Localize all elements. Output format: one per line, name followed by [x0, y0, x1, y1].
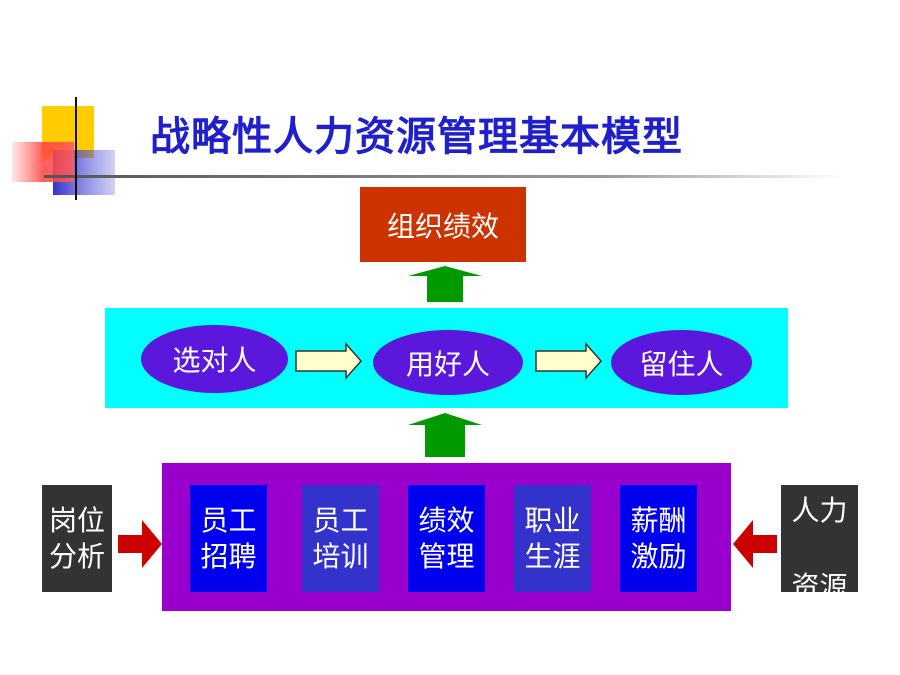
module-label: 生涯 [524, 539, 581, 573]
retain-people-oval: 留住人 [611, 330, 752, 395]
right-arrow-icon [118, 520, 162, 568]
side-label: 岗位 [48, 503, 105, 537]
organizational-performance-box: 组织绩效 [360, 187, 526, 262]
use-people-well-oval: 用好人 [373, 330, 523, 395]
select-right-people-oval: 选对人 [141, 325, 288, 393]
side-label: 资源 [791, 570, 848, 592]
up-arrow-icon [408, 413, 482, 457]
module-recruitment: 员工招聘 [190, 485, 267, 592]
side-label: 分析 [48, 539, 105, 573]
module-label: 员工 [312, 503, 369, 537]
left-arrow-icon [733, 520, 777, 568]
right-arrow-icon [535, 342, 603, 380]
page-title: 战略性人力资源管理基本模型 [150, 114, 683, 160]
hr-planning-box: 人力资源规划 [781, 485, 858, 592]
module-label: 员工 [200, 503, 257, 537]
module-compensation: 薪酬激励 [620, 485, 697, 592]
job-analysis-box: 岗位分析 [42, 485, 112, 592]
module-label: 激励 [630, 539, 687, 573]
module-label: 绩效 [418, 503, 475, 537]
module-label: 职业 [524, 503, 581, 537]
module-training: 员工培训 [302, 485, 379, 592]
up-arrow-icon [408, 266, 482, 302]
logo-vertical-line [75, 97, 77, 200]
decorative-squares-logo [12, 97, 844, 200]
module-label: 培训 [312, 539, 369, 573]
module-label: 管理 [418, 539, 475, 573]
side-label: 人力 [791, 494, 848, 527]
module-performance-management: 绩效管理 [408, 485, 485, 592]
module-label: 薪酬 [630, 503, 687, 537]
module-career: 职业生涯 [514, 485, 591, 592]
title-underline [44, 175, 844, 178]
module-label: 招聘 [200, 539, 257, 573]
right-arrow-icon [295, 342, 363, 380]
